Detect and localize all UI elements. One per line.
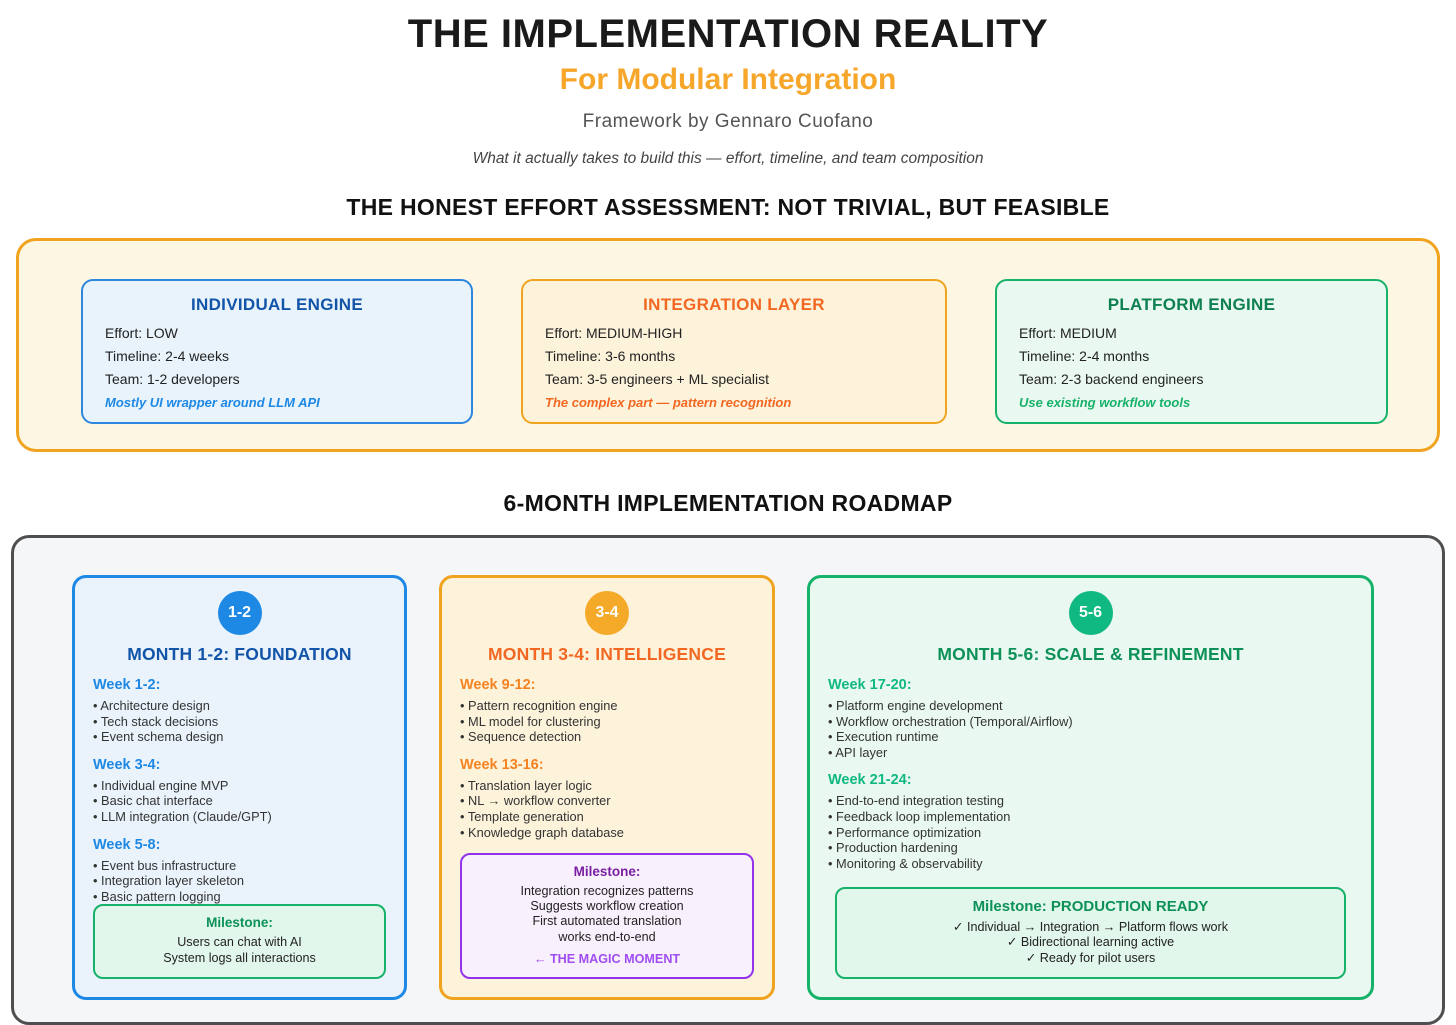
effort-panel: INDIVIDUAL ENGINE Effort: LOW Timeline: … bbox=[16, 238, 1440, 452]
list-item: End-to-end integration testing bbox=[828, 793, 1353, 809]
week-items: Translation layer logic NL → workflow co… bbox=[460, 778, 754, 840]
list-item: Execution runtime bbox=[828, 729, 1353, 745]
week-items: Architecture design Tech stack decisions… bbox=[93, 698, 386, 745]
list-item: Knowledge graph database bbox=[460, 825, 754, 841]
milestone-line: ✓ Bidirectional learning active bbox=[1006, 935, 1175, 950]
milestone-line: ✓ Individual → Integration → Platform fl… bbox=[952, 919, 1229, 934]
week-label: Week 5-8: bbox=[93, 836, 161, 853]
milestone-line: ✓ Ready for pilot users bbox=[1025, 950, 1156, 965]
milestone-box: Milestone: Users can chat with AI System… bbox=[93, 904, 386, 980]
week-label: Week 9-12: bbox=[460, 677, 536, 693]
card-note: Mostly UI wrapper around LLM API bbox=[105, 395, 320, 410]
card-note: The complex part — pattern recognition bbox=[545, 395, 792, 410]
list-item: Sequence detection bbox=[460, 729, 754, 745]
list-item: Individual engine MVP bbox=[93, 778, 386, 794]
roadmap-card-foundation: 1-2 MONTH 1-2: FOUNDATION Week 1-2: Arch… bbox=[72, 575, 407, 1001]
milestone-line: Suggests workflow creation bbox=[530, 898, 684, 913]
list-item: Monitoring & observability bbox=[828, 856, 1353, 872]
effort-card-individual-engine: INDIVIDUAL ENGINE Effort: LOW Timeline: … bbox=[81, 279, 473, 424]
card-title: MONTH 5-6: SCALE & REFINEMENT bbox=[937, 644, 1244, 664]
timeline-row: Timeline: 2-4 months bbox=[1019, 348, 1150, 364]
list-item: Tech stack decisions bbox=[93, 714, 386, 730]
card-note: Use existing workflow tools bbox=[1019, 395, 1191, 410]
list-item: ML model for clustering bbox=[460, 714, 754, 730]
timeline-row: Timeline: 3-6 months bbox=[545, 348, 676, 364]
list-item: Feedback loop implementation bbox=[828, 809, 1353, 825]
effort-row: Effort: MEDIUM-HIGH bbox=[545, 325, 683, 341]
list-item: Translation layer logic bbox=[460, 778, 754, 794]
milestone-line: System logs all interactions bbox=[163, 950, 316, 965]
milestone-box: Milestone: Integration recognizes patter… bbox=[460, 852, 754, 980]
effort-card-platform-engine: PLATFORM ENGINE Effort: MEDIUM Timeline:… bbox=[995, 279, 1388, 424]
card-title: INDIVIDUAL ENGINE bbox=[191, 295, 363, 314]
card-title: PLATFORM ENGINE bbox=[1107, 295, 1276, 314]
list-item: Workflow orchestration (Temporal/Airflow… bbox=[828, 714, 1353, 730]
milestone-title: Milestone: bbox=[573, 863, 641, 879]
week-items: End-to-end integration testing Feedback … bbox=[828, 793, 1353, 871]
tagline: What it actually takes to build this — e… bbox=[472, 150, 984, 167]
timeline-row: Timeline: 2-4 weeks bbox=[105, 348, 229, 364]
week-items: Pattern recognition engine ML model for … bbox=[460, 698, 754, 745]
effort-row: Effort: MEDIUM bbox=[1019, 325, 1117, 341]
team-row: Team: 3-5 engineers + ML specialist bbox=[545, 371, 769, 387]
milestone-line: Users can chat with AI bbox=[177, 935, 302, 950]
month-badge: 3-4 bbox=[585, 591, 629, 635]
week-label: Week 13-16: bbox=[460, 756, 544, 773]
list-item: Performance optimization bbox=[828, 825, 1353, 841]
page-title: THE IMPLEMENTATION REALITY bbox=[407, 12, 1049, 56]
list-item: Event schema design bbox=[93, 729, 386, 745]
milestone-line: First automated translation bbox=[532, 914, 682, 929]
magic-moment-callout: ← THE MAGIC MOMENT bbox=[533, 952, 681, 967]
month-badge: 1-2 bbox=[217, 591, 262, 635]
roadmap-panel: 1-2 MONTH 1-2: FOUNDATION Week 1-2: Arch… bbox=[11, 535, 1445, 1025]
effort-section-heading: THE HONEST EFFORT ASSESSMENT: NOT TRIVIA… bbox=[346, 194, 1110, 220]
milestone-title: Milestone: bbox=[206, 915, 273, 931]
week-label: Week 3-4: bbox=[93, 756, 161, 773]
list-item: Production hardening bbox=[828, 840, 1353, 856]
milestone-line: works end-to-end bbox=[558, 929, 656, 944]
roadmap-card-intelligence: 3-4 MONTH 3-4: INTELLIGENCE Week 9-12: P… bbox=[439, 575, 775, 1001]
list-item: Integration layer skeleton bbox=[93, 873, 386, 889]
card-title: INTEGRATION LAYER bbox=[643, 295, 825, 314]
list-item: LLM integration (Claude/GPT) bbox=[93, 809, 386, 825]
author-byline: Framework by Gennaro Cuofano bbox=[582, 111, 874, 132]
week-items: Individual engine MVP Basic chat interfa… bbox=[93, 778, 386, 825]
roadmap-card-scale-refinement: 5-6 MONTH 5-6: SCALE & REFINEMENT Week 1… bbox=[807, 575, 1374, 1001]
month-badge: 5-6 bbox=[1068, 591, 1113, 635]
week-label: Week 1-2: bbox=[93, 677, 161, 693]
page-subtitle: For Modular Integration bbox=[559, 63, 897, 96]
effort-card-integration-layer: INTEGRATION LAYER Effort: MEDIUM-HIGH Ti… bbox=[521, 279, 947, 424]
week-label: Week 17-20: bbox=[828, 677, 912, 693]
list-item: Platform engine development bbox=[828, 698, 1353, 714]
list-item: Event bus infrastructure bbox=[93, 858, 386, 874]
card-title: MONTH 1-2: FOUNDATION bbox=[127, 644, 352, 664]
list-item: Architecture design bbox=[93, 698, 386, 714]
list-item: Basic pattern logging bbox=[93, 889, 386, 905]
list-item: Pattern recognition engine bbox=[460, 698, 754, 714]
team-row: Team: 2-3 backend engineers bbox=[1019, 371, 1204, 387]
week-items: Event bus infrastructure Integration lay… bbox=[93, 858, 386, 905]
list-item: NL → workflow converter bbox=[460, 793, 754, 809]
team-row: Team: 1-2 developers bbox=[105, 371, 240, 387]
card-title: MONTH 3-4: INTELLIGENCE bbox=[488, 644, 726, 664]
week-label: Week 21-24: bbox=[828, 772, 912, 789]
milestone-line: Integration recognizes patterns bbox=[520, 883, 694, 898]
page-header: THE IMPLEMENTATION REALITY For Modular I… bbox=[0, 0, 1456, 168]
list-item: Basic chat interface bbox=[93, 793, 386, 809]
roadmap-section-heading: 6-MONTH IMPLEMENTATION ROADMAP bbox=[503, 490, 953, 516]
milestone-box-production-ready: Milestone: PRODUCTION READY ✓ Individual… bbox=[835, 886, 1346, 980]
list-item: API layer bbox=[828, 745, 1353, 761]
week-items: Platform engine development Workflow orc… bbox=[828, 698, 1353, 760]
list-item: Template generation bbox=[460, 809, 754, 825]
milestone-title: Milestone: PRODUCTION READY bbox=[972, 897, 1209, 915]
effort-row: Effort: LOW bbox=[105, 325, 178, 341]
